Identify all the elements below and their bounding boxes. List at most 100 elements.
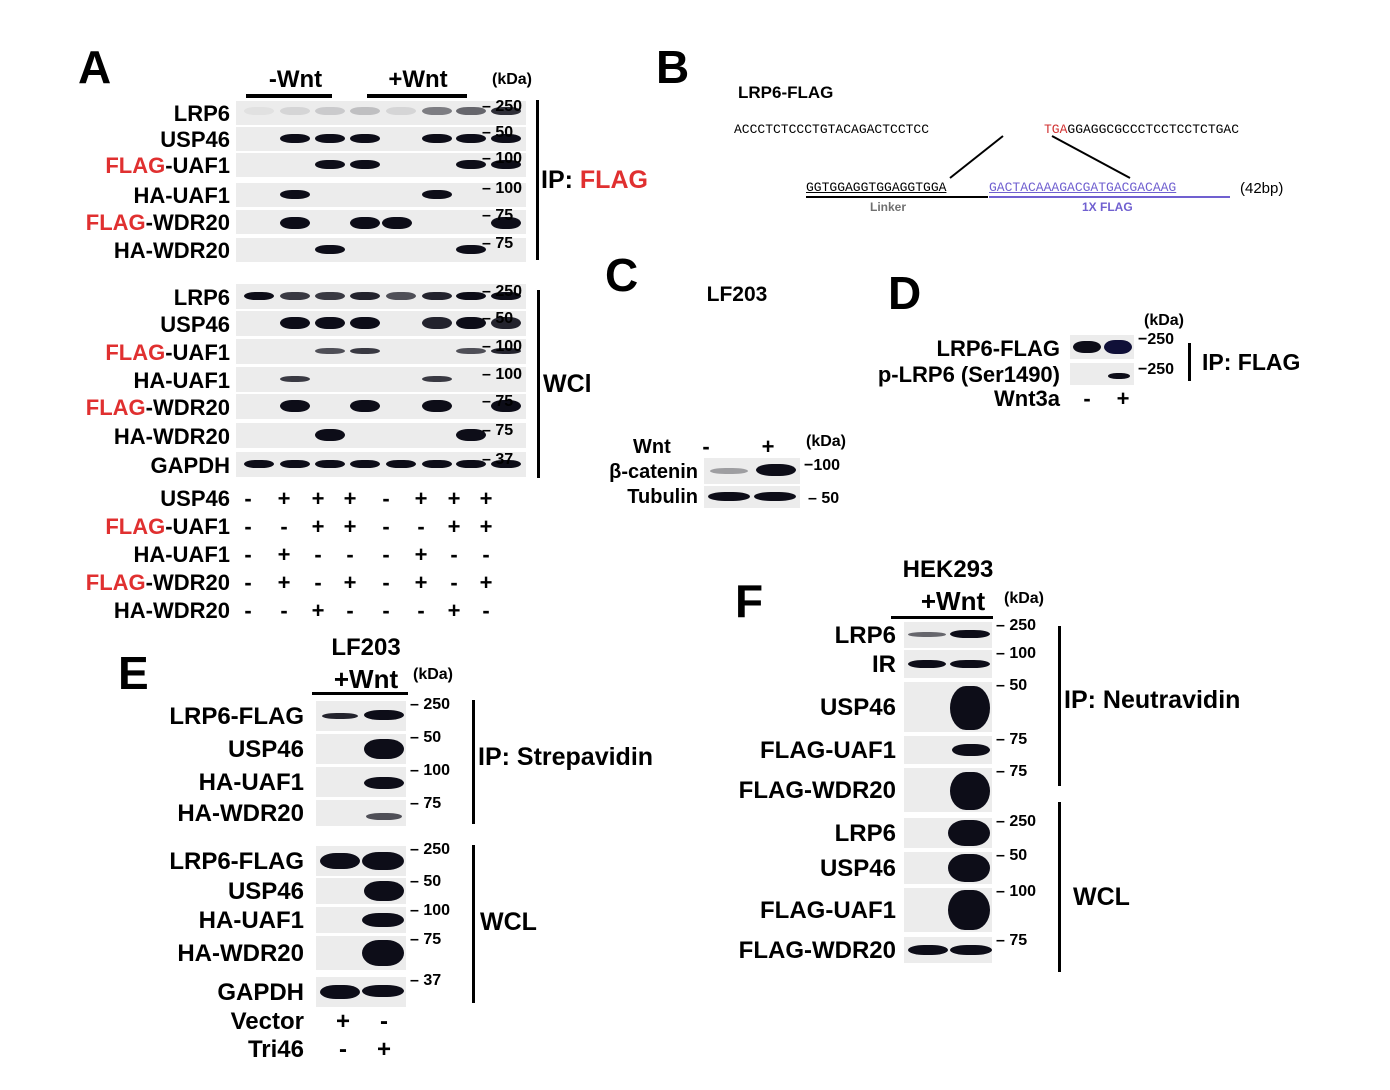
label-flag-prefix: FLAG xyxy=(85,570,146,595)
label-text: HA-UAF1 xyxy=(133,183,230,208)
mw-marker: – 50 xyxy=(410,729,442,746)
band xyxy=(315,292,345,300)
condition-sign: - xyxy=(380,1008,388,1035)
band xyxy=(315,348,345,354)
blot-label-ha-uaf1: HA-UAF1 xyxy=(198,907,304,934)
condition-sign: - xyxy=(339,1036,347,1063)
band xyxy=(320,853,360,869)
blot-label-usp46: USP46 xyxy=(227,878,304,905)
mw-value: 50 xyxy=(821,490,840,507)
condition-sign: - xyxy=(244,598,252,623)
wcl-bracket xyxy=(472,845,475,1003)
condition-sign: + xyxy=(414,542,428,567)
blot-strip xyxy=(316,701,406,731)
condition-sign: - xyxy=(280,514,288,539)
mw-marker: −250 xyxy=(1138,331,1175,348)
band xyxy=(350,107,380,115)
group-bar-plus-wnt xyxy=(367,94,467,98)
ip-bracket xyxy=(472,700,475,824)
blot-label-ha-wdr20: HA-WDR20 xyxy=(114,240,230,262)
band xyxy=(422,460,452,468)
ip-bracket xyxy=(1058,626,1061,786)
blot-strip xyxy=(904,818,992,848)
panel-c-label: C xyxy=(605,249,639,301)
blot-strip xyxy=(316,907,406,933)
blot-strip xyxy=(236,284,526,309)
condition-sign: - xyxy=(314,570,322,595)
blot-strip xyxy=(904,682,992,732)
mw-marker: – 37 xyxy=(482,451,514,468)
band xyxy=(280,292,310,300)
blot-label-ha-uaf1: HA-UAF1 xyxy=(133,185,230,207)
band xyxy=(315,160,345,169)
condition-sign: - xyxy=(482,598,490,623)
mw-marker: – 250 xyxy=(482,283,523,300)
blot-strip xyxy=(236,394,526,419)
blot-strip xyxy=(236,127,526,151)
condition-sign: - xyxy=(346,598,354,623)
blot-label-lrp6-flag: LRP6-FLAG xyxy=(169,848,304,875)
panel-d-label: D xyxy=(888,267,922,319)
band xyxy=(280,134,310,143)
mw-marker: – 100 xyxy=(410,902,451,919)
topflash-chart xyxy=(620,300,810,440)
band xyxy=(366,813,402,820)
band xyxy=(456,348,486,354)
condition-label-tri46: Tri46 xyxy=(247,1036,304,1063)
band xyxy=(350,217,380,229)
band xyxy=(456,460,486,468)
condition-sign: + xyxy=(277,542,291,567)
condition-sign: - xyxy=(244,570,252,595)
condition-sign: + xyxy=(414,570,428,595)
ip-label: IP: Strepavidin xyxy=(478,743,654,771)
condition-sign: - xyxy=(314,542,322,567)
label-text: LRP6 xyxy=(173,101,230,126)
label-text: HA-WDR20 xyxy=(113,598,230,623)
kda-label: (kDa) xyxy=(492,71,533,88)
mw-marker: – 75 xyxy=(996,932,1028,949)
blot-label-ha-uaf1: HA-UAF1 xyxy=(198,769,304,796)
band xyxy=(280,460,310,468)
condition-label-vector: Vector xyxy=(230,1008,304,1035)
band xyxy=(362,985,404,997)
band xyxy=(456,317,486,329)
mw-marker: – 75 xyxy=(482,235,514,252)
band xyxy=(350,400,380,412)
band xyxy=(364,739,404,759)
band xyxy=(315,245,345,254)
blot-strip xyxy=(904,622,992,648)
mw-marker: – 100 xyxy=(482,150,523,167)
blot-label-usp46: USP46 xyxy=(160,314,230,336)
blot-label-lrp6-flag: LRP6-FLAG xyxy=(936,336,1060,361)
ip-label: IP: FLAG xyxy=(1202,349,1301,375)
band xyxy=(382,217,412,229)
blot-label-gapdh: GAPDH xyxy=(217,979,304,1006)
mw-marker: – 100 xyxy=(482,338,523,355)
ip-label: IP: Neutravidin xyxy=(1064,686,1241,714)
label-text: -WDR20 xyxy=(145,570,230,595)
wcl-label: WCl xyxy=(543,370,592,398)
condition-sign: + xyxy=(277,570,291,595)
panel-a-label: A xyxy=(78,41,112,93)
blot-label-usp46: USP46 xyxy=(819,694,896,721)
mw-marker: – 75 xyxy=(482,422,514,439)
band xyxy=(315,134,345,143)
blot-label-lrp6: LRP6 xyxy=(174,103,230,125)
blot-strip xyxy=(316,977,406,1007)
blot-label-ir: IR xyxy=(872,651,896,678)
insertion-lines xyxy=(806,135,1230,198)
blot-label-lrp6-flag: LRP6-FLAG xyxy=(169,703,304,730)
label-text: USP46 xyxy=(160,486,230,511)
stop-codon: TGA xyxy=(1044,122,1068,137)
band xyxy=(386,292,416,300)
condition-label-ha-uaf1: HA-UAF1 xyxy=(133,544,230,566)
band xyxy=(350,292,380,300)
band xyxy=(422,190,452,199)
ip-bracket xyxy=(536,100,539,260)
mw-marker: – 50 xyxy=(482,310,514,327)
panel-e-label: E xyxy=(118,647,149,699)
band xyxy=(244,292,274,300)
blot-strip xyxy=(904,736,992,764)
blot-label-flag-uaf1: FLAG-UAF1 xyxy=(105,342,230,364)
kda-label: (kDa) xyxy=(413,666,454,683)
